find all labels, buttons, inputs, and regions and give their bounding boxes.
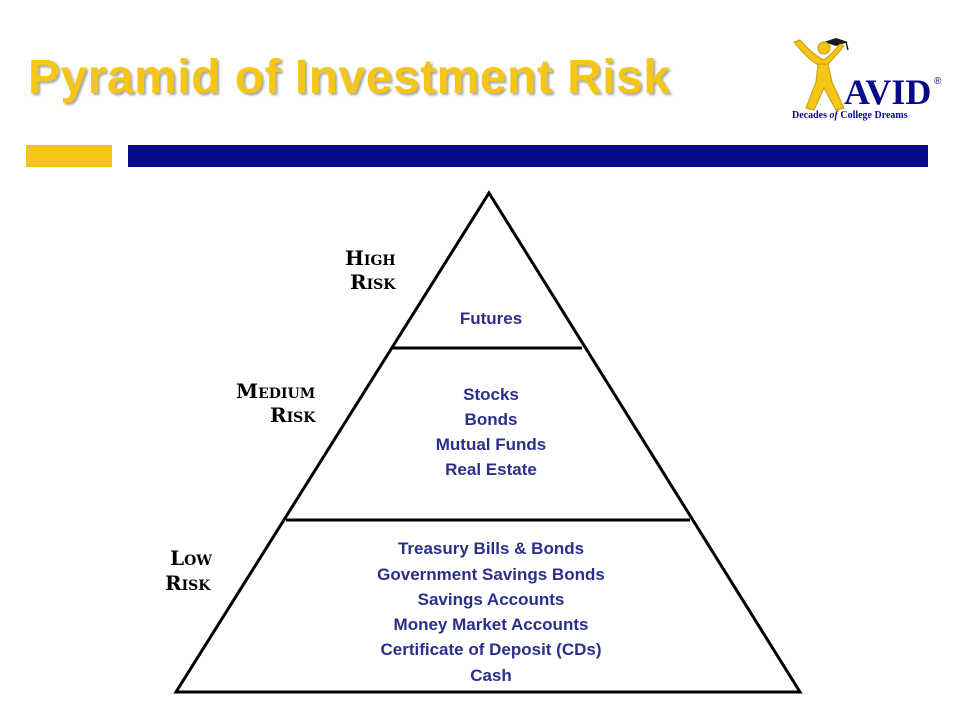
graduate-figure-icon <box>793 38 849 111</box>
accent-bar-gold <box>26 145 112 167</box>
tier-low-item: Government Savings Bonds <box>377 565 605 584</box>
label-low-risk: Low Risk <box>165 546 212 595</box>
tier-low-item: Treasury Bills & Bonds <box>398 539 584 558</box>
label-medium-risk-line1: Medium <box>236 379 315 403</box>
label-medium-risk: Medium Risk <box>236 379 316 427</box>
tier-medium-item: Real Estate <box>445 460 537 479</box>
label-high-risk: High Risk <box>345 246 396 294</box>
tier-medium-item: Stocks <box>463 385 519 404</box>
logo-tagline-of: of <box>830 110 840 121</box>
slide-title: Pyramid of Investment Risk <box>28 51 671 104</box>
tier-medium-item: Mutual Funds <box>436 435 546 454</box>
logo-registered: ® <box>934 76 942 87</box>
logo-brand: AVID <box>844 72 931 112</box>
label-low-risk-line1: Low <box>170 546 212 570</box>
tier-medium-item: Bonds <box>465 410 518 429</box>
svg-text:Decades of College Dreams: Decades of College Dreams <box>792 110 908 121</box>
pyramid-outline <box>173 190 803 694</box>
tier-low-item: Savings Accounts <box>418 590 565 609</box>
logo-tagline-pre: Decades <box>792 110 830 121</box>
label-low-risk-line2: Risk <box>165 571 211 595</box>
tier-low-item: Certificate of Deposit (CDs) <box>380 640 601 659</box>
tier-low-item: Money Market Accounts <box>394 615 589 634</box>
avid-logo: AVID ® Decades of College Dreams <box>792 38 942 121</box>
tier-high-item: Futures <box>460 309 522 328</box>
label-high-risk-line2: Risk <box>350 270 396 294</box>
tier-low-item: Cash <box>470 666 512 685</box>
logo-tagline-post: College Dreams <box>838 110 908 121</box>
accent-bar-navy <box>128 145 928 167</box>
label-medium-risk-line2: Risk <box>270 403 316 427</box>
label-high-risk-line1: High <box>345 246 396 270</box>
